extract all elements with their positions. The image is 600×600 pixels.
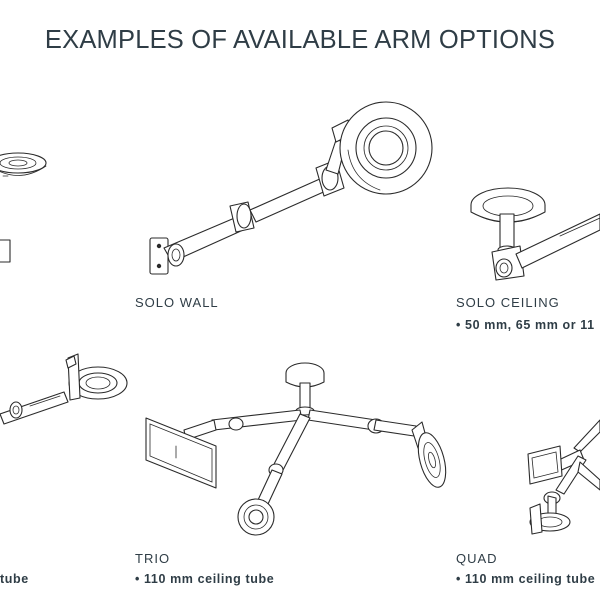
- option-name-trio: TRIO: [135, 551, 171, 566]
- option-name-solo-wall: SOLO WALL: [135, 295, 219, 310]
- partial-arm-bottom-left-illustration: [0, 353, 128, 425]
- option-bullet-solo-ceiling: • 50 mm, 65 mm or 11: [456, 318, 595, 332]
- solo-ceiling-arm-illustration: [470, 187, 600, 281]
- option-bullet-partial-left: tube: [0, 572, 29, 586]
- partial-arm-top-left-illustration: [0, 152, 47, 263]
- page-title: EXAMPLES OF AVAILABLE ARM OPTIONS: [44, 26, 556, 54]
- solo-wall-arm-illustration: [149, 101, 433, 275]
- option-bullet-trio: • 110 mm ceiling tube: [135, 572, 275, 586]
- option-name-solo-ceiling: SOLO CEILING: [456, 295, 560, 310]
- quad-ceiling-arm-illustration: [527, 419, 600, 535]
- option-bullet-quad: • 110 mm ceiling tube: [456, 572, 596, 586]
- trio-ceiling-arm-illustration: [145, 362, 447, 536]
- option-name-quad: QUAD: [456, 551, 498, 566]
